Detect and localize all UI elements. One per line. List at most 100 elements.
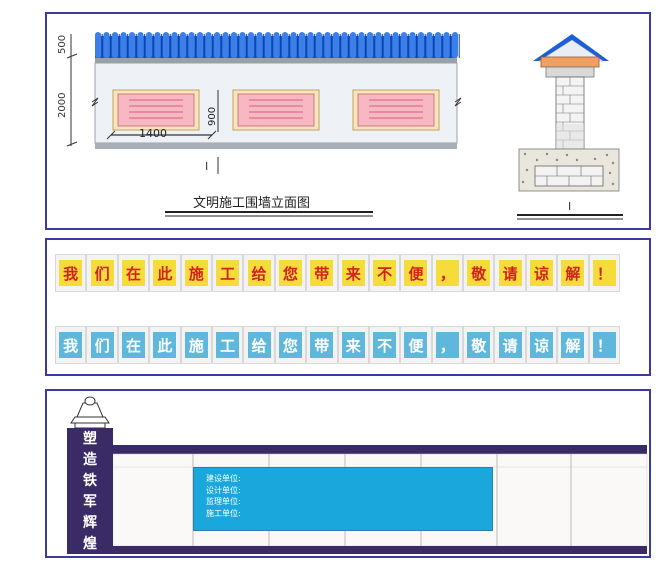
banner-char: 便 (404, 332, 428, 358)
banner-cell: 敬 (463, 326, 495, 364)
banner-char: 敬 (467, 332, 491, 358)
roof-tile (409, 32, 416, 58)
roof-tile (197, 32, 203, 58)
roof-tile (273, 32, 280, 58)
banner-cell: 便 (400, 254, 432, 292)
roof-tile (95, 32, 101, 58)
banner-cell: 给 (243, 326, 275, 364)
roof-tile (341, 32, 348, 58)
break-mark-right (454, 97, 462, 107)
banner-cell: 带 (306, 326, 338, 364)
banner-char: 不 (373, 260, 397, 286)
banner-char: ！ (592, 332, 616, 358)
section-marker-elevation: I (205, 160, 208, 173)
banner-cell: 工 (211, 254, 244, 292)
dim-tick (66, 141, 78, 147)
wall-top-band (111, 445, 647, 454)
elevation-drawing: 500 2000 1400 900 I I (57, 32, 623, 220)
banner-cell: 来 (337, 326, 369, 364)
wall-panel (117, 93, 195, 127)
banner-char: 们 (90, 260, 114, 286)
banner-char: 们 (90, 332, 114, 358)
banner-cell: 我 (55, 326, 87, 364)
banner-char: 我 (59, 332, 83, 358)
pillar-body (67, 428, 113, 554)
info-line: 建设单位: (206, 474, 241, 483)
section-drawing: I (517, 34, 623, 220)
roof-tile (307, 32, 314, 58)
roof-tile (452, 32, 458, 58)
roof-tile (316, 32, 322, 58)
wall-panel (357, 93, 435, 127)
banner-char: 谅 (530, 260, 554, 286)
slogan-char: 煌 (83, 536, 97, 552)
banner-cell: 谅 (525, 326, 558, 364)
roof-tile (392, 32, 399, 58)
section-cap (540, 56, 600, 68)
banner-char: ！ (592, 260, 616, 286)
banner-cell: 施 (180, 254, 212, 292)
banner-char: 施 (184, 260, 208, 286)
roof-tile (333, 32, 339, 58)
roof-tile (222, 32, 229, 58)
banner-cell: 施 (180, 326, 212, 364)
section-pillar (555, 76, 585, 150)
roof-tile (265, 32, 271, 58)
dim-tick (207, 130, 217, 140)
banner-char: 您 (278, 332, 302, 358)
banner-cell: 此 (149, 326, 181, 364)
pillar-cap (70, 416, 110, 424)
banner-cell: 们 (86, 254, 118, 292)
wall-panels (112, 89, 440, 131)
roof-tile (350, 32, 356, 58)
section-marker: I (568, 200, 571, 213)
banner-char: 解 (561, 260, 585, 286)
slogan-char: 塑 (83, 431, 97, 447)
banner-cell: 不 (368, 254, 401, 292)
banner-cell: ！ (588, 326, 621, 364)
roof-tile (435, 32, 441, 58)
banner-cell: 请 (494, 326, 526, 364)
roof-tile (299, 32, 305, 58)
pillar-roof (76, 402, 104, 418)
banner-char: 带 (310, 260, 334, 286)
banner-char: 施 (184, 332, 208, 358)
info-line: 施工单位: (206, 508, 241, 518)
wall-elevation-panel: 500 2000 1400 900 I I (45, 12, 651, 230)
banner-char: 来 (341, 260, 365, 286)
banner-char: 谅 (530, 332, 554, 358)
pillar-slogan: 塑造铁军辉煌 (69, 429, 111, 555)
roof-tile (401, 32, 407, 58)
banner-char: 不 (373, 332, 397, 358)
break-mark-left (91, 97, 99, 107)
info-line: 设计单位: (206, 485, 241, 495)
roof-tile (375, 32, 382, 58)
banner-cell: 给 (243, 254, 275, 292)
banner-char: 工 (216, 332, 240, 358)
slogan-char: 辉 (83, 515, 97, 531)
banner-cell: 敬 (463, 254, 495, 292)
banner-row-blue: 我们在此施工给您带来不便，敬请谅解！ (55, 326, 621, 364)
banner-char: 我 (59, 260, 83, 286)
project-info-board: 建设单位:设计单位:监理单位:施工单位: (193, 467, 493, 531)
slogan-char: 军 (83, 494, 97, 510)
banner-cell: 带 (306, 254, 338, 292)
banner-cell: 您 (274, 326, 307, 364)
elevation-caption: 文明施工围墙立面图 (193, 196, 311, 211)
banner-char: 工 (216, 260, 240, 286)
banner-cell: ， (431, 254, 464, 292)
roof-tile (290, 32, 297, 58)
banner-char: 您 (278, 260, 302, 286)
roof-tile (426, 32, 433, 58)
banner-char: 来 (341, 332, 365, 358)
banner-char: 敬 (467, 260, 491, 286)
roof-tile (367, 32, 373, 58)
banner-cell: 们 (86, 326, 118, 364)
banner-char: ， (435, 260, 459, 286)
dim-panel-width-text: 1400 (139, 127, 167, 140)
banner-cell: 在 (117, 254, 150, 292)
banner-cell: 谅 (525, 254, 558, 292)
dim-tick (106, 130, 116, 140)
banner-cell: 请 (494, 254, 526, 292)
roof-tile (180, 32, 186, 58)
